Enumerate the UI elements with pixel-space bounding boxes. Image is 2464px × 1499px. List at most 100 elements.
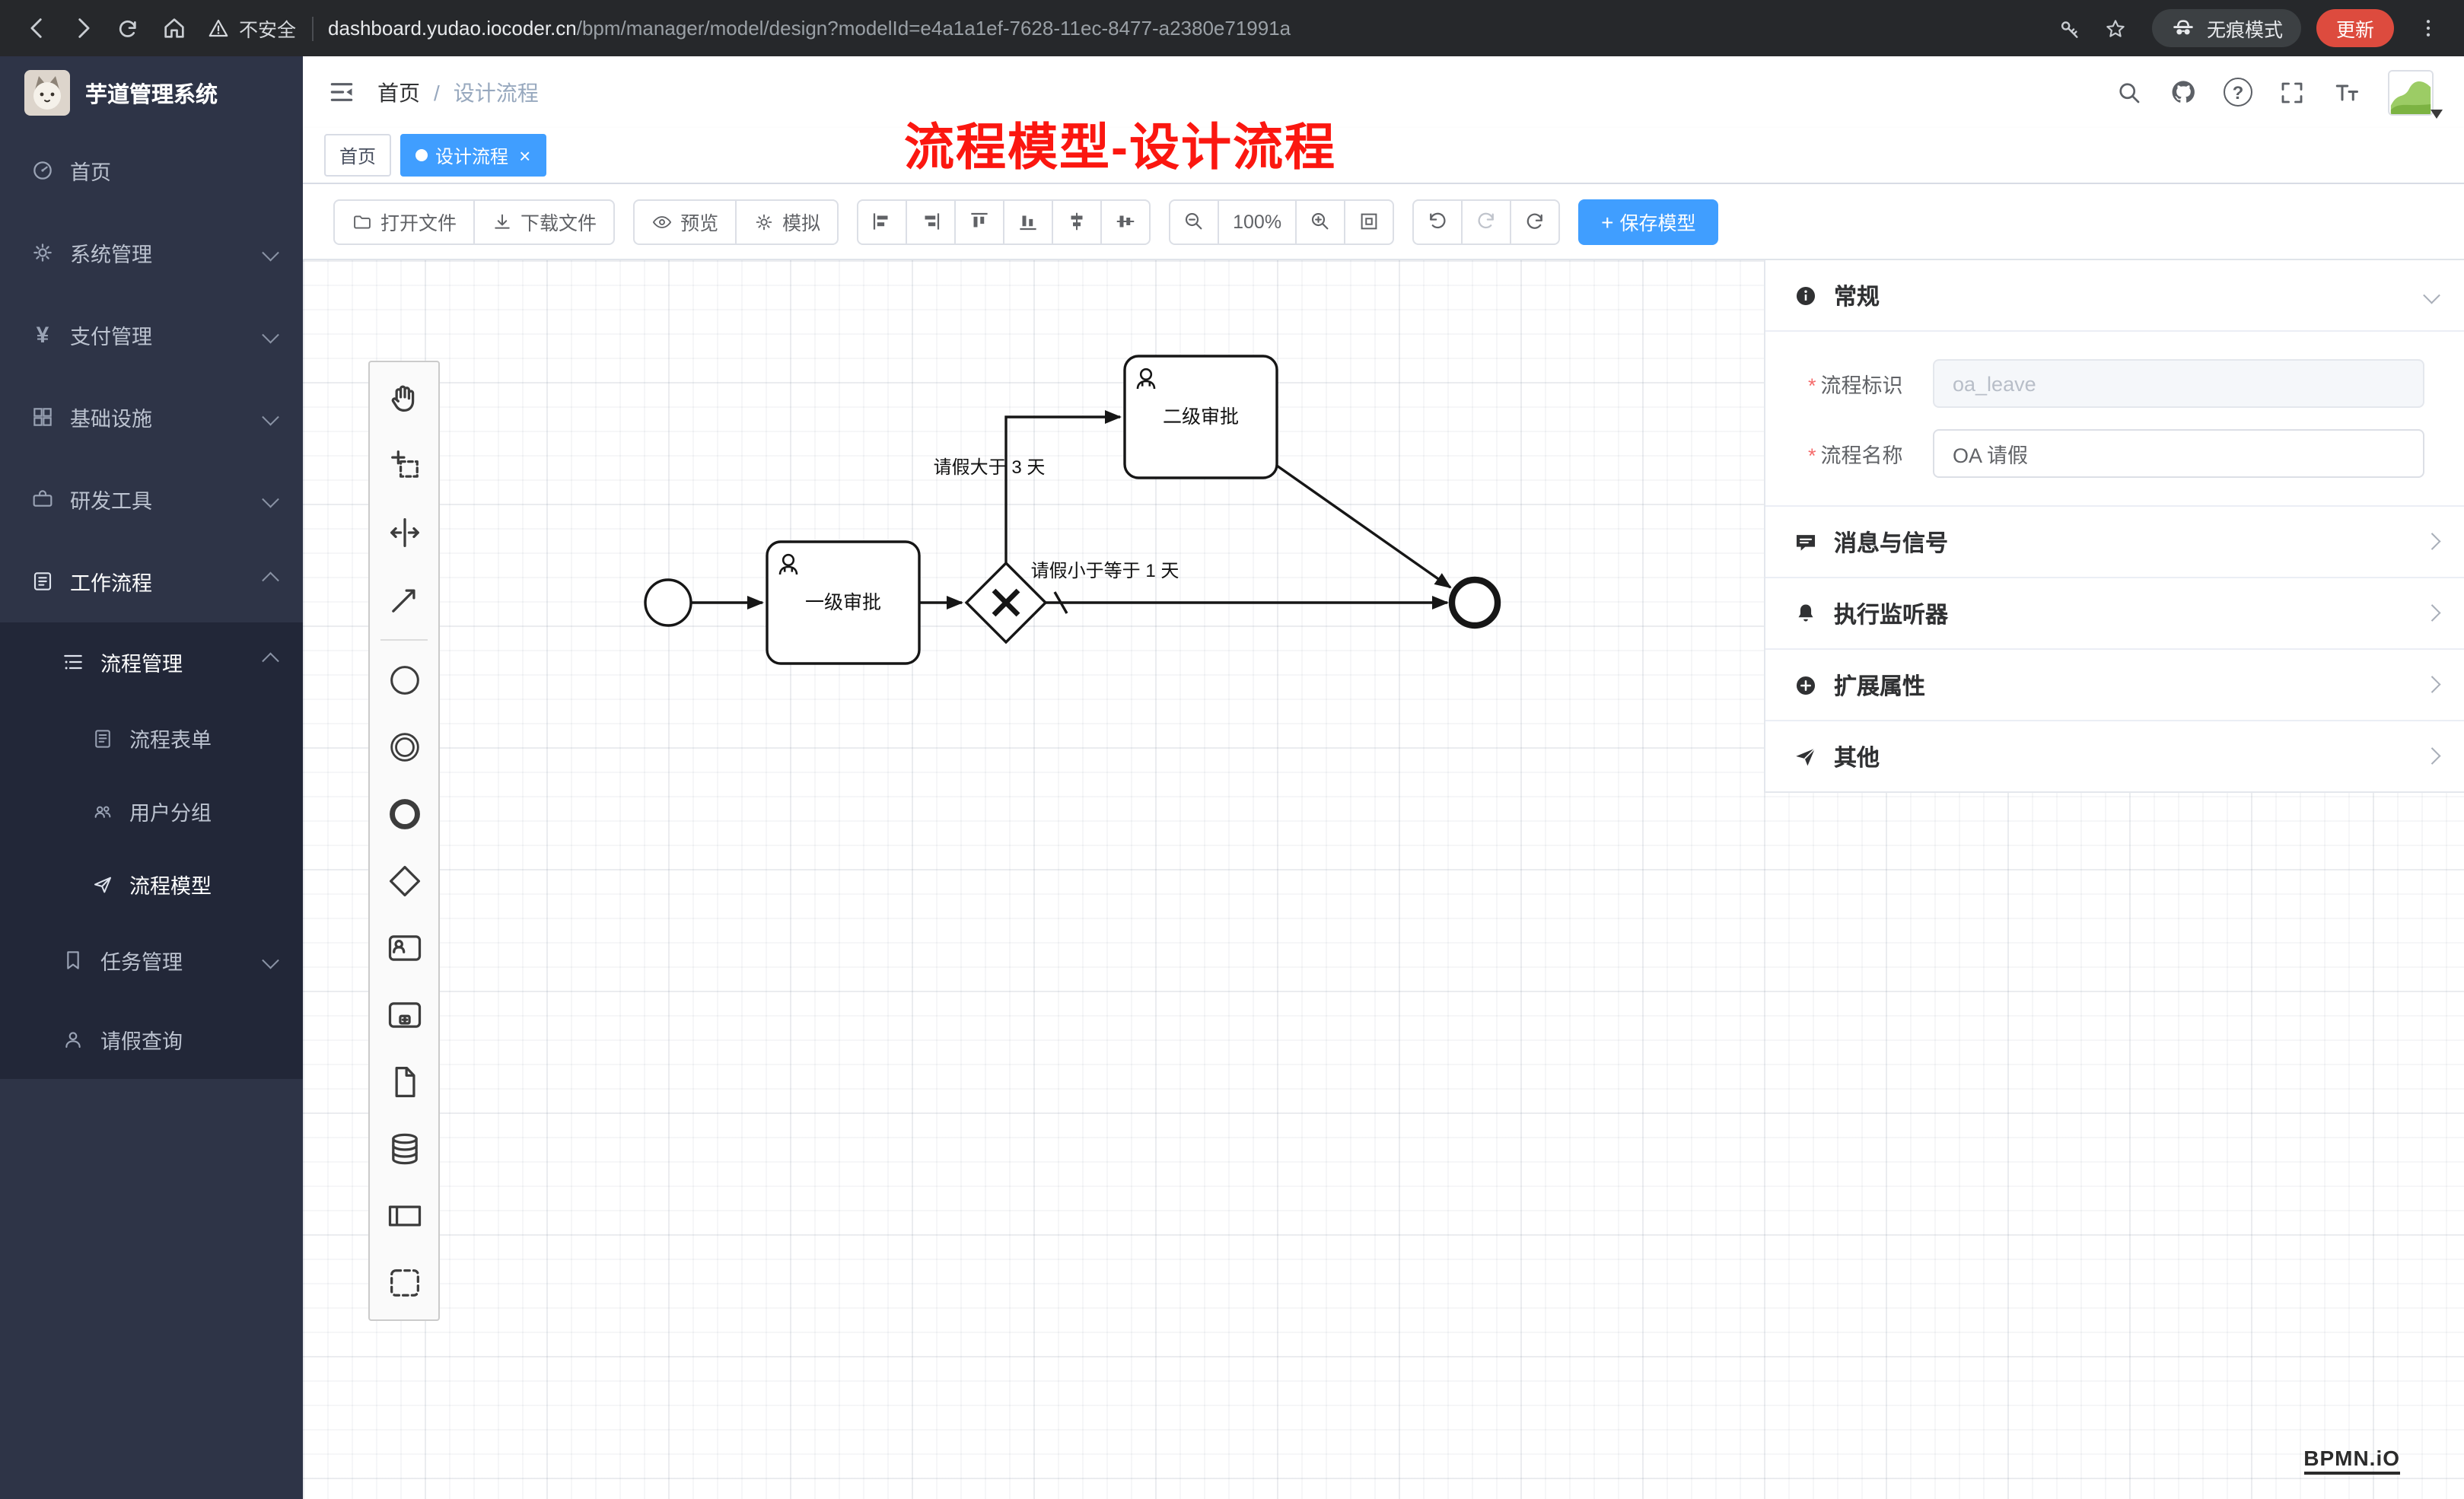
download-file-button[interactable]: 下载文件 — [473, 199, 616, 244]
user-avatar[interactable] — [2388, 69, 2443, 118]
bookmark-star-icon[interactable] — [2094, 7, 2137, 49]
align-bottom-icon — [1020, 215, 1036, 231]
update-button[interactable]: 更新 — [2316, 9, 2394, 47]
start-event-node[interactable] — [644, 578, 692, 627]
open-file-button[interactable]: 打开文件 — [333, 199, 476, 244]
align-top-button[interactable] — [954, 199, 1005, 244]
align-center-vertical-button[interactable] — [1100, 199, 1151, 244]
bpmn-palette — [368, 361, 440, 1321]
align-bottom-button[interactable] — [1003, 199, 1054, 244]
sidebar-item-user-group[interactable]: 用户分组 — [0, 775, 303, 848]
end-event-node[interactable] — [1448, 576, 1501, 629]
zoom-level-button[interactable]: 100% — [1218, 199, 1297, 244]
menu-dots-icon[interactable] — [2406, 7, 2449, 49]
flow-task2-to-end[interactable] — [1276, 464, 1452, 589]
create-user-task[interactable] — [370, 915, 438, 982]
sidebar-collapse-icon[interactable] — [327, 78, 356, 107]
sidebar-item-home[interactable]: 首页 — [0, 129, 303, 212]
sidebar-item-infrastructure[interactable]: 基础设施 — [0, 376, 303, 458]
condition-label-gt3[interactable]: 请假大于 3 天 — [934, 457, 1046, 478]
create-intermediate-event[interactable] — [370, 714, 438, 781]
breadcrumb-home[interactable]: 首页 — [377, 80, 420, 104]
sidebar-item-process-management[interactable]: 流程管理 — [0, 622, 303, 702]
sidebar-item-process-form[interactable]: 流程表单 — [0, 702, 303, 775]
sidebar-item-leave-query[interactable]: 请假查询 — [0, 1000, 303, 1079]
bpmn-io-watermark[interactable]: BPMN.iO — [2303, 1446, 2400, 1475]
create-data-store[interactable] — [370, 1115, 438, 1182]
forward-icon[interactable] — [61, 7, 103, 49]
save-model-button[interactable]: + 保存模型 — [1578, 199, 1719, 244]
folder-icon — [354, 215, 371, 228]
space-tool[interactable] — [370, 499, 438, 566]
preview-button[interactable]: 预览 — [633, 199, 737, 244]
sidebar-item-task-management[interactable]: 任务管理 — [0, 921, 303, 1000]
align-left-button[interactable] — [857, 199, 908, 244]
section-extended-attributes[interactable]: 扩展属性 — [1765, 650, 2464, 721]
task-second-approval[interactable] — [1123, 355, 1278, 479]
zoom-out-icon — [1186, 212, 1202, 230]
task-first-approval[interactable] — [766, 540, 921, 665]
fullscreen-icon[interactable] — [2278, 78, 2306, 106]
create-subprocess[interactable] — [370, 982, 438, 1049]
sidebar-item-label: 工作流程 — [70, 572, 152, 595]
restart-button[interactable] — [1510, 199, 1561, 244]
create-participant[interactable] — [370, 1182, 438, 1249]
zoom-in-button[interactable] — [1295, 199, 1346, 244]
section-execution-listeners[interactable]: 执行监听器 — [1765, 578, 2464, 650]
sidebar-item-process-model[interactable]: 流程模型 — [0, 848, 303, 921]
tab-home[interactable]: 首页 — [324, 134, 392, 177]
address-bar[interactable]: dashboard.yudao.iocoder.cn/bpm/manager/m… — [328, 17, 2045, 40]
close-icon[interactable]: × — [519, 144, 531, 167]
reload-icon[interactable] — [107, 7, 149, 49]
message-icon — [1796, 534, 1816, 550]
back-icon[interactable] — [15, 7, 58, 49]
chevron-up-icon — [261, 653, 279, 670]
flow-gateway-to-task2[interactable] — [1004, 410, 1122, 563]
user-task-icon — [387, 935, 421, 961]
align-right-button[interactable] — [906, 199, 957, 244]
task1-label[interactable]: 一级审批 — [805, 592, 881, 613]
sidebar-item-system[interactable]: 系统管理 — [0, 212, 303, 294]
global-connect-tool[interactable] — [370, 566, 438, 633]
sidebar-item-payment[interactable]: ¥ 支付管理 — [0, 294, 303, 376]
bpmn-diagram: 一级审批 二级审批 请假大于 3 天 请假小于等于 1 天 — [644, 355, 1501, 665]
task2-label[interactable]: 二级审批 — [1163, 406, 1239, 428]
bpmn-canvas[interactable]: 一级审批 二级审批 请假大于 3 天 请假小于等于 1 天 BPMN.iO 常规 — [303, 260, 2464, 1499]
sidebar: 芋道管理系统 首页 系统管理 ¥ 支付管理 基础设施 研发工具 工作 — [0, 56, 303, 1499]
default-flow-marker — [1053, 591, 1068, 614]
align-center-horizontal-button[interactable] — [1052, 199, 1103, 244]
help-icon[interactable]: ? — [2224, 78, 2252, 107]
history-button-group — [1412, 199, 1561, 244]
search-icon[interactable] — [2115, 78, 2143, 106]
section-general[interactable]: 常规 — [1765, 260, 2464, 332]
create-end-event[interactable] — [370, 781, 438, 848]
simulate-button[interactable]: 模拟 — [735, 199, 839, 244]
align-center-vertical-icon — [1116, 215, 1135, 228]
section-other[interactable]: 其他 — [1765, 721, 2464, 791]
hand-tool[interactable] — [370, 365, 438, 432]
sidebar-item-devtools[interactable]: 研发工具 — [0, 458, 303, 540]
tab-design-process[interactable]: 设计流程 × — [400, 134, 546, 177]
section-messages-signals[interactable]: 消息与信号 — [1765, 507, 2464, 578]
redo-button[interactable] — [1461, 199, 1512, 244]
create-start-event[interactable] — [370, 647, 438, 714]
create-group[interactable] — [370, 1249, 438, 1316]
password-key-icon[interactable] — [2049, 7, 2091, 49]
font-size-icon[interactable] — [2332, 78, 2362, 106]
lasso-tool[interactable] — [370, 432, 438, 499]
zoom-out-button[interactable] — [1169, 199, 1220, 244]
sidebar-item-workflow[interactable]: 工作流程 — [0, 540, 303, 622]
active-dot — [415, 149, 428, 161]
process-name-input[interactable] — [1933, 429, 2424, 478]
preview-button-group: 预览 模拟 — [633, 199, 839, 244]
github-icon[interactable] — [2169, 78, 2198, 107]
condition-label-lte1[interactable]: 请假小于等于 1 天 — [1031, 561, 1179, 581]
create-gateway[interactable] — [370, 848, 438, 915]
app-logo[interactable]: 芋道管理系统 — [0, 56, 303, 129]
home-icon[interactable] — [152, 7, 195, 49]
process-key-input[interactable] — [1933, 359, 2424, 408]
zoom-reset-button[interactable] — [1344, 199, 1395, 244]
undo-button[interactable] — [1412, 199, 1463, 244]
security-status[interactable]: 不安全 — [207, 14, 296, 43]
create-data-object[interactable] — [370, 1049, 438, 1115]
